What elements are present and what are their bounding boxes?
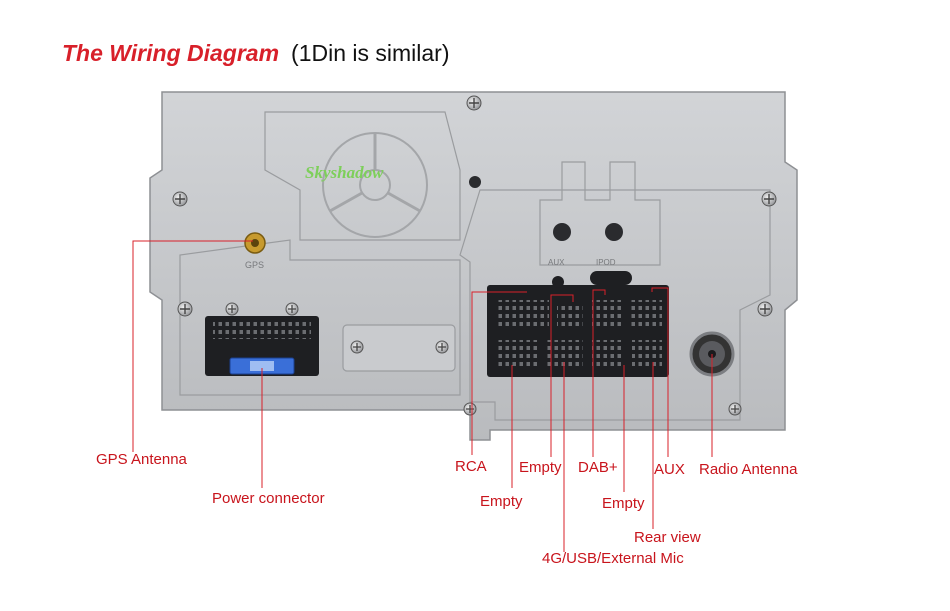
leader-empty-1 — [550, 294, 574, 457]
ipod-slot — [590, 271, 632, 285]
gps-port-text: GPS — [245, 260, 264, 270]
blank-plate — [342, 324, 456, 372]
rca-port — [497, 300, 549, 330]
label-aux: AUX — [654, 461, 685, 478]
leader-lines — [132, 240, 713, 552]
rear-view-port — [632, 340, 662, 368]
aux-jack — [552, 276, 564, 288]
leader-aux — [651, 287, 669, 457]
title-main: The Wiring Diagram — [62, 40, 280, 66]
label-rca: RCA — [455, 458, 487, 475]
screw-icon — [761, 191, 777, 207]
aux-hole-text: AUX — [548, 258, 565, 267]
title-sub: (1Din is similar) — [291, 40, 450, 66]
label-empty-1: Empty — [519, 459, 562, 476]
label-usb-mic: 4G/USB/External Mic — [542, 550, 684, 567]
leader-dab — [592, 289, 606, 457]
screw-icon — [466, 95, 482, 111]
multi-connector-block — [487, 285, 669, 377]
label-power-connector: Power connector — [212, 490, 325, 507]
screw-icon — [728, 402, 742, 416]
screw-icon — [435, 340, 449, 354]
label-gps-antenna: GPS Antenna — [96, 451, 187, 468]
label-empty-3: Empty — [602, 495, 645, 512]
ipod-slot-text: IPOD — [596, 258, 616, 267]
screw-icon — [463, 402, 477, 416]
aux-port — [628, 300, 662, 330]
top-jacks: AUX IPOD — [548, 223, 632, 288]
label-radio-antenna: Radio Antenna — [699, 461, 798, 478]
mount-hole — [469, 176, 481, 188]
empty-port-2 — [497, 340, 537, 368]
label-dab: DAB+ — [578, 459, 618, 476]
logo-text: Skyshadow — [305, 163, 384, 182]
label-empty-2: Empty — [480, 493, 523, 510]
leader-rca — [471, 291, 527, 455]
leader-gps-antenna — [132, 240, 253, 452]
screw-icon — [757, 301, 773, 317]
mounting-screws — [172, 95, 777, 416]
screw-icon — [285, 302, 299, 316]
screw-icon — [177, 301, 193, 317]
power-connector-block — [205, 316, 319, 376]
screw-icon — [172, 191, 188, 207]
screw-icon — [350, 340, 364, 354]
empty-port-1 — [557, 305, 583, 330]
dab-port — [592, 300, 622, 330]
screw-icon — [225, 302, 239, 316]
empty-port-3 — [592, 340, 622, 368]
diagram-title: The Wiring Diagram (1Din is similar) — [62, 40, 450, 67]
label-rear-view: Rear view — [634, 529, 701, 546]
fan-grille: Skyshadow — [305, 132, 428, 238]
